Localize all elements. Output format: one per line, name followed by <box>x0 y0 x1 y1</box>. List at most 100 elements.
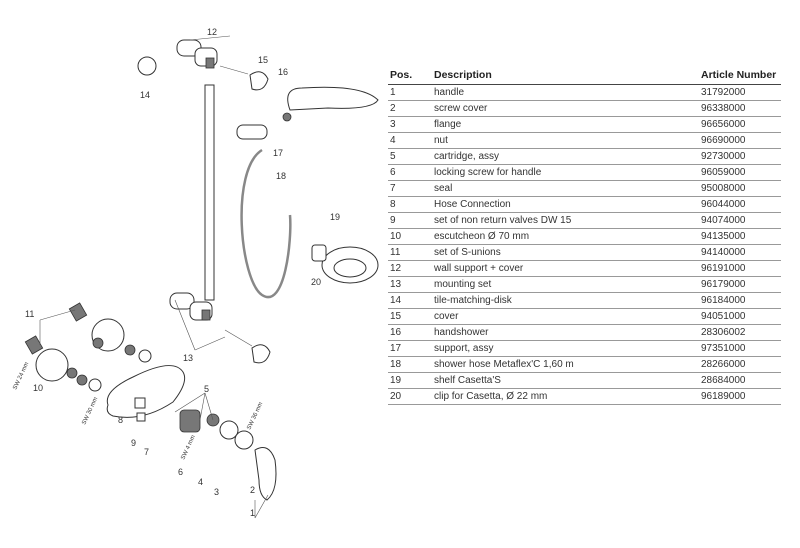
callout-15: 15 <box>258 55 268 65</box>
cell-pos: 18 <box>388 356 432 373</box>
cell-description: escutcheon Ø 70 mm <box>432 228 699 245</box>
cell-article-number: 95008000 <box>699 180 781 197</box>
callout-4: 4 <box>198 477 203 487</box>
cell-pos: 5 <box>388 148 432 165</box>
cell-description: mounting set <box>432 276 699 293</box>
cell-article-number: 97351000 <box>699 340 781 357</box>
cell-pos: 4 <box>388 132 432 149</box>
mixer-body <box>106 365 186 418</box>
cell-pos: 15 <box>388 308 432 325</box>
cell-pos: 19 <box>388 372 432 389</box>
cell-article-number: 96690000 <box>699 132 781 149</box>
s-unions <box>24 302 152 392</box>
callout-10: 10 <box>33 383 43 393</box>
cell-pos: 10 <box>388 228 432 245</box>
cell-pos: 6 <box>388 164 432 181</box>
exploded-parts-diagram: 12 15 16 14 17 18 19 20 11 13 5 10 8 9 7… <box>12 27 379 519</box>
cell-article-number: 96191000 <box>699 260 781 277</box>
tile-matching-disk <box>137 56 157 76</box>
callout-9: 9 <box>131 438 136 448</box>
clip-casetta <box>311 244 327 262</box>
cell-description: Hose Connection <box>432 196 699 213</box>
header-description: Description <box>432 66 699 85</box>
cell-description: screw cover <box>432 100 699 117</box>
cell-description: seal <box>432 180 699 197</box>
cell-pos: 2 <box>388 100 432 117</box>
cell-pos: 14 <box>388 292 432 309</box>
shower-hose <box>240 148 292 299</box>
table-header-row: Pos. Description Article Number <box>388 66 781 85</box>
cell-pos: 13 <box>388 276 432 293</box>
callout-1: 1 <box>250 508 255 518</box>
handshower <box>287 86 379 111</box>
cell-description: shelf Casetta'S <box>432 372 699 389</box>
shower-rail <box>204 84 215 301</box>
cell-article-number: 96189000 <box>699 388 781 405</box>
cell-pos: 16 <box>388 324 432 341</box>
header-pos: Pos. <box>388 66 432 85</box>
cell-pos: 9 <box>388 212 432 229</box>
callout-7: 7 <box>144 447 149 457</box>
cell-description: set of S-unions <box>432 244 699 261</box>
cell-pos: 1 <box>388 84 432 101</box>
callout-2: 2 <box>250 485 255 495</box>
wall-support-top <box>176 39 269 91</box>
cell-description: clip for Casetta, Ø 22 mm <box>432 388 699 405</box>
header-article-number: Article Number <box>699 66 781 85</box>
wrench-label-36: SW 36 mm <box>246 401 264 430</box>
cell-description: handshower <box>432 324 699 341</box>
callout-16: 16 <box>278 67 288 77</box>
cell-article-number: 94140000 <box>699 244 781 261</box>
cell-article-number: 96184000 <box>699 292 781 309</box>
callout-18: 18 <box>276 171 286 181</box>
support-assy <box>236 124 268 140</box>
callout-12: 12 <box>207 27 217 37</box>
cell-article-number: 94074000 <box>699 212 781 229</box>
cell-description: tile-matching-disk <box>432 292 699 309</box>
cell-article-number: 28684000 <box>699 372 781 389</box>
cell-pos: 8 <box>388 196 432 213</box>
callout-19: 19 <box>330 212 340 222</box>
cell-article-number: 31792000 <box>699 84 781 101</box>
cell-article-number: 94051000 <box>699 308 781 325</box>
cell-description: flange <box>432 116 699 133</box>
callout-6: 6 <box>178 467 183 477</box>
cell-article-number: 92730000 <box>699 148 781 165</box>
cell-description: shower hose Metaflex'C 1,60 m <box>432 356 699 373</box>
cell-description: cover <box>432 308 699 325</box>
wrench-label-24: SW 24 mm <box>12 361 30 390</box>
callout-17: 17 <box>273 148 283 158</box>
cell-article-number: 96044000 <box>699 196 781 213</box>
callout-20: 20 <box>311 277 321 287</box>
cell-article-number: 28306002 <box>699 324 781 341</box>
wrench-label-30: SW 30 mm <box>81 396 99 425</box>
cell-article-number: 94135000 <box>699 228 781 245</box>
wrench-label-4: SW 4 mm <box>180 434 197 460</box>
cell-pos: 3 <box>388 116 432 133</box>
callout-13: 13 <box>183 353 193 363</box>
callout-14: 14 <box>140 90 150 100</box>
cell-article-number: 96059000 <box>699 164 781 181</box>
cell-pos: 7 <box>388 180 432 197</box>
cell-pos: 11 <box>388 244 432 261</box>
cell-description: locking screw for handle <box>432 164 699 181</box>
cell-description: nut <box>432 132 699 149</box>
cell-pos: 12 <box>388 260 432 277</box>
cartridge-parts <box>134 397 277 501</box>
